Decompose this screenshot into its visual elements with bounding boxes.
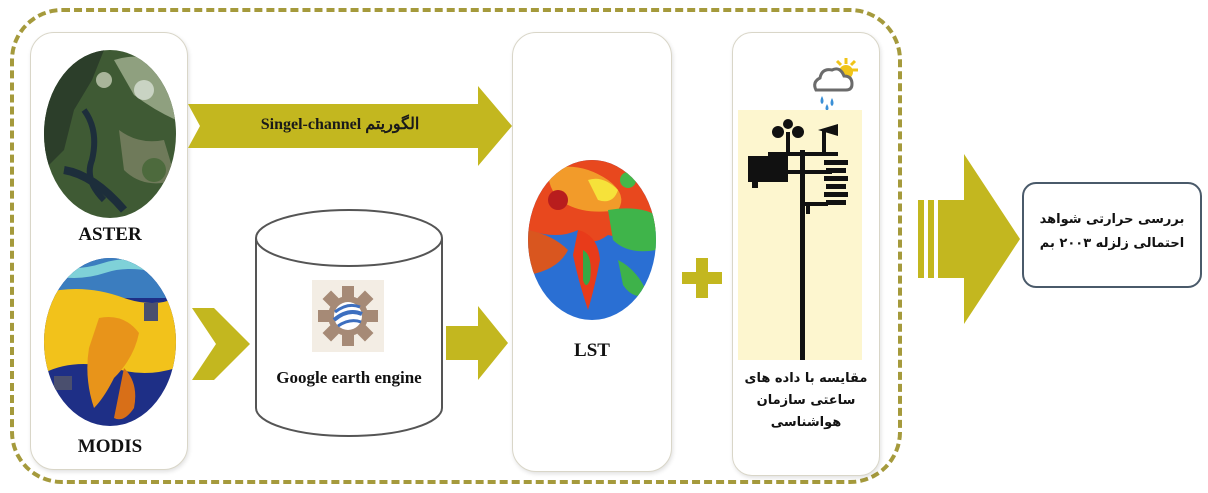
weather-text-line-3: هواشناسی <box>770 415 842 430</box>
gee-logo-icon <box>312 280 384 352</box>
result-text-line-1: بررسی حرارتی شواهد <box>1039 212 1185 227</box>
cloud-sun-rain-icon <box>806 56 862 112</box>
gee-to-lst-arrow <box>446 306 508 380</box>
aster-image <box>44 50 176 218</box>
algorithm-label: Singel-channel الگوریتم <box>260 116 420 133</box>
plus-icon <box>682 258 722 298</box>
algorithm-arrow <box>188 86 512 166</box>
weather-station-image <box>738 110 862 360</box>
lst-label: LST <box>574 340 610 361</box>
weather-comparison-text: مقایسه با داده های ساعتی سازمان هواشناسی <box>736 368 876 434</box>
weather-text-line-1: مقایسه با داده های <box>744 371 868 386</box>
result-text-line-2: احتمالی زلزله ۲۰۰۳ بم <box>1039 236 1185 251</box>
result-text: بررسی حرارتی شواهد احتمالی زلزله ۲۰۰۳ بم <box>1026 208 1198 256</box>
weather-text-line-2: ساعتی سازمان <box>756 393 856 408</box>
aster-label: ASTER <box>78 224 142 245</box>
output-arrow <box>918 154 1020 324</box>
gee-label: Google earth engine <box>276 368 422 387</box>
workflow-frame <box>10 8 902 484</box>
result-box <box>1022 182 1202 288</box>
modis-image <box>44 258 176 426</box>
lst-map-image <box>528 160 656 320</box>
modis-to-gee-arrow <box>192 308 250 380</box>
modis-label: MODIS <box>77 436 143 457</box>
